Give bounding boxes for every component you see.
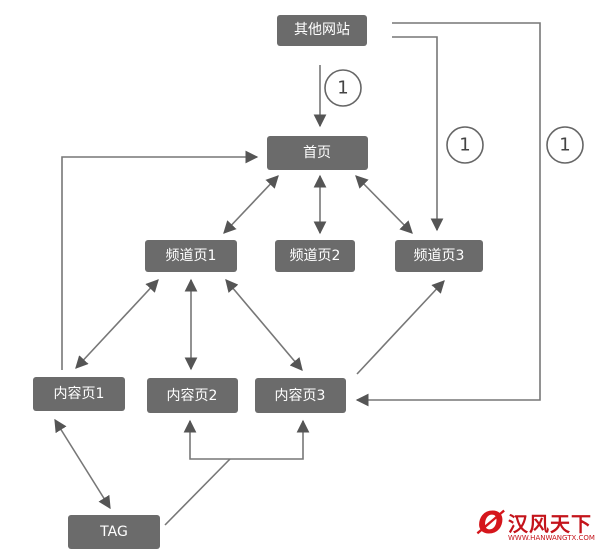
- edge-tag-to-content2: [183, 419, 230, 460]
- edge-home-channel3: [355, 175, 413, 234]
- svg-text:首页: 首页: [303, 145, 331, 161]
- svg-text:其他网站: 其他网站: [294, 22, 350, 38]
- svg-text:1: 1: [459, 135, 470, 156]
- svg-text:1: 1: [337, 78, 348, 99]
- edge-tag-to-content3: [230, 419, 310, 460]
- node-content3: 内容页3: [255, 378, 346, 413]
- node-channel3: 频道页3: [395, 240, 483, 272]
- logo-url: WWW.HANWANGTX.COM: [508, 534, 595, 542]
- edge-content3-to-channel3: [356, 280, 445, 375]
- edge-other-to-content3: [355, 22, 541, 407]
- node-home: 首页: [267, 136, 368, 170]
- node-channel1: 频道页1: [145, 240, 237, 272]
- marker-circle-2: 1: [446, 126, 484, 164]
- svg-text:频道页1: 频道页1: [166, 248, 217, 264]
- edge-content1-tag: [54, 418, 111, 510]
- marker-circle-3: 1: [546, 126, 584, 164]
- node-other-sites: 其他网站: [277, 15, 367, 46]
- svg-text:TAG: TAG: [99, 524, 128, 540]
- logo-mark-icon: Ø: [478, 506, 504, 541]
- edge-channel1-content3: [225, 279, 303, 371]
- node-content2: 内容页2: [147, 378, 238, 413]
- svg-text:内容页2: 内容页2: [167, 387, 218, 404]
- watermark-logo: Ø 汉风天下 WWW.HANWANGTX.COM: [474, 504, 595, 548]
- edge-home-channel1: [223, 175, 279, 234]
- edge-other-to-channel3: [392, 36, 444, 232]
- svg-text:1: 1: [559, 135, 570, 156]
- svg-text:频道页2: 频道页2: [290, 248, 341, 264]
- svg-text:内容页1: 内容页1: [54, 385, 105, 402]
- svg-text:内容页3: 内容页3: [275, 387, 326, 404]
- svg-text:频道页3: 频道页3: [414, 248, 465, 264]
- node-tag: TAG: [68, 515, 160, 549]
- logo-name: 汉风天下: [508, 512, 592, 536]
- marker-circle-1: 1: [324, 69, 362, 107]
- edge-tag-bracket: [164, 458, 231, 526]
- edge-channel1-content1: [75, 279, 159, 369]
- node-channel2: 频道页2: [275, 240, 355, 272]
- edge-content1-to-home: [61, 150, 259, 370]
- node-content1: 内容页1: [33, 377, 125, 411]
